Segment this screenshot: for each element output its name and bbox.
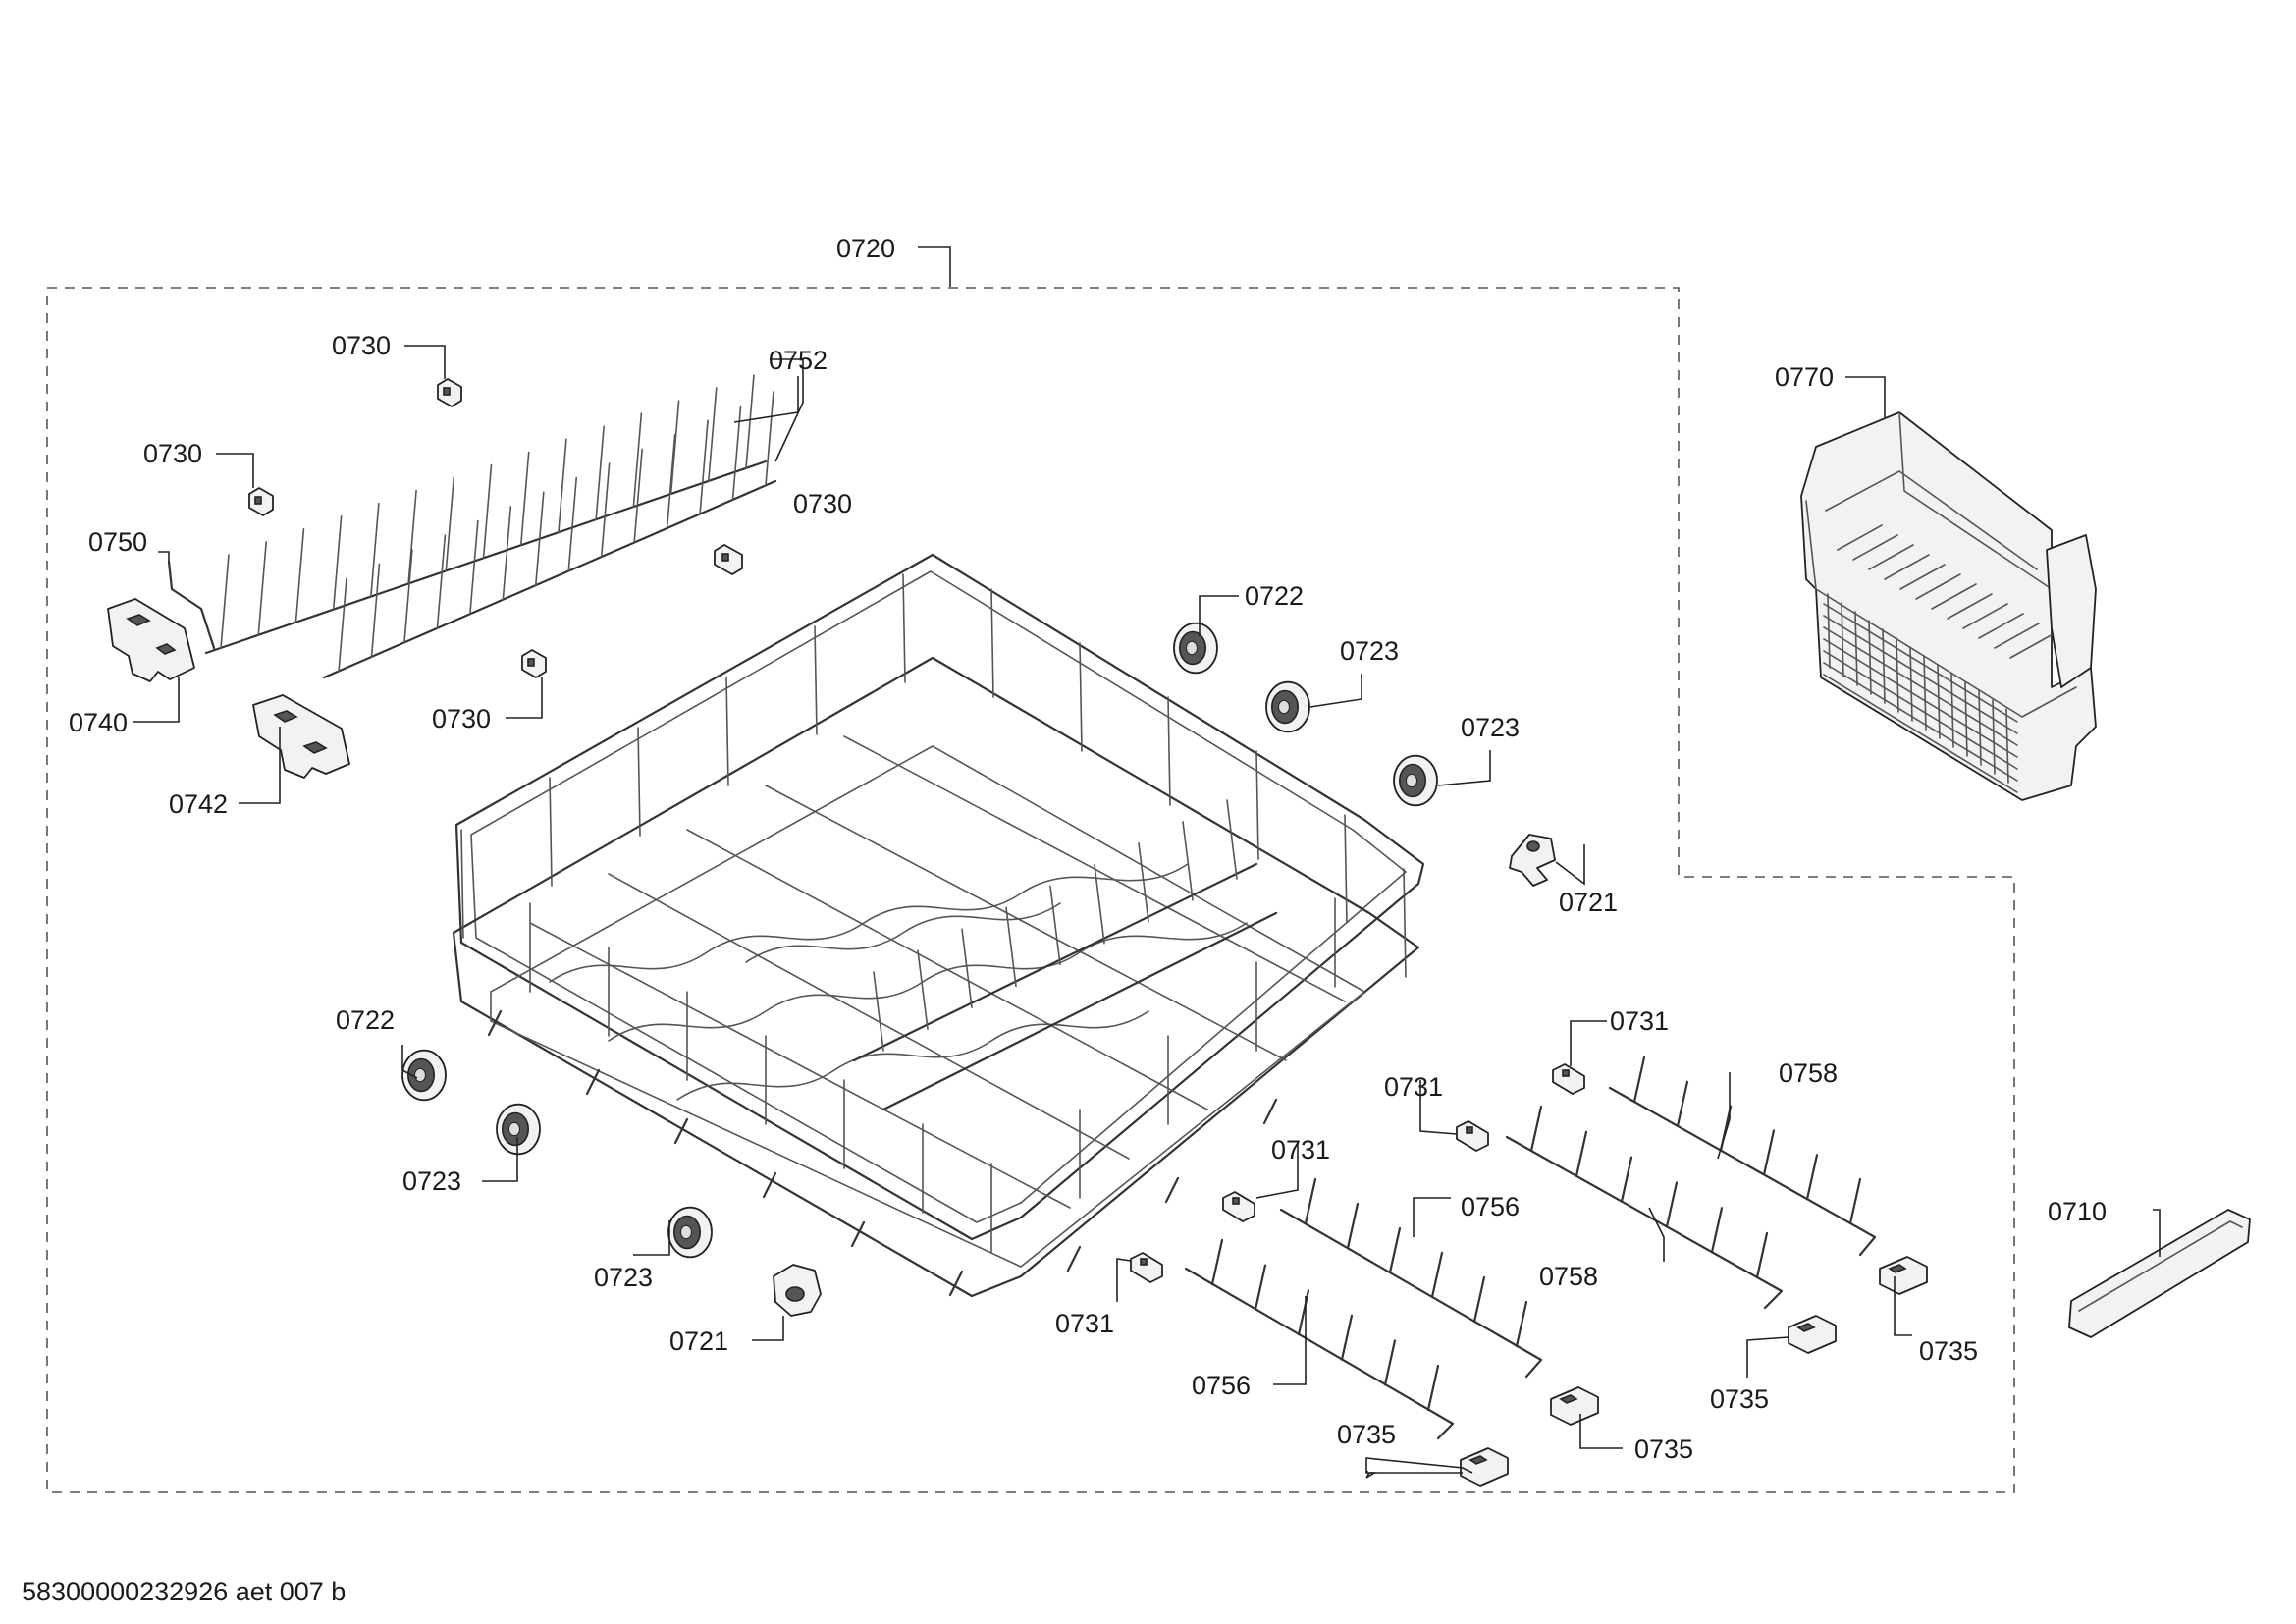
end-cap-0735-b[interactable] [1788, 1315, 1837, 1354]
label-0731-d[interactable]: 0731 [1055, 1309, 1114, 1338]
tine-row-0756-upper[interactable] [1279, 1177, 1543, 1379]
label-0721-right[interactable]: 0721 [1559, 888, 1618, 917]
label-0730-mid[interactable]: 0730 [793, 489, 852, 518]
label-0730-left[interactable]: 0730 [143, 439, 202, 468]
wheel-0722-top[interactable] [1173, 622, 1218, 675]
label-0742[interactable]: 0742 [169, 789, 228, 819]
label-0731-b[interactable]: 0731 [1384, 1072, 1443, 1102]
wheel-0723-bottom[interactable] [667, 1206, 713, 1259]
label-0770[interactable]: 0770 [1775, 362, 1834, 392]
label-0756-upper[interactable]: 0756 [1461, 1192, 1520, 1221]
label-0731-a[interactable]: 0731 [1610, 1006, 1669, 1036]
assembly-group-frame [46, 287, 2015, 1493]
holder-0742[interactable] [252, 694, 350, 779]
end-cap-0735-d[interactable] [1460, 1447, 1509, 1487]
label-0720[interactable]: 0720 [836, 234, 895, 263]
clip-0730-low[interactable] [521, 649, 547, 678]
label-0758-upper[interactable]: 0758 [1779, 1058, 1838, 1088]
label-0750[interactable]: 0750 [88, 527, 147, 557]
clip-0730-top[interactable] [437, 378, 462, 407]
clip-0731-d[interactable] [1130, 1252, 1163, 1283]
end-cap-0735-c[interactable] [1550, 1386, 1599, 1426]
part-labels: 0720 0730 0752 0730 0730 0750 0740 0730 … [69, 234, 2107, 1464]
label-0752[interactable]: 0752 [769, 346, 828, 375]
label-0730-top[interactable]: 0730 [332, 331, 391, 360]
hinge-wire-0750[interactable] [167, 560, 216, 650]
label-0735-a[interactable]: 0735 [1919, 1336, 1978, 1366]
leader-lines [133, 246, 2161, 1479]
label-0758-lower[interactable]: 0758 [1539, 1262, 1598, 1291]
label-0735-b[interactable]: 0735 [1710, 1384, 1769, 1414]
label-0756-lower[interactable]: 0756 [1192, 1371, 1251, 1400]
lower-basket[interactable] [452, 553, 1425, 1298]
wheel-0723-top1[interactable] [1265, 680, 1310, 733]
tine-row-0752[interactable] [204, 374, 777, 679]
label-0740[interactable]: 0740 [69, 708, 128, 737]
label-0723-left[interactable]: 0723 [402, 1166, 461, 1196]
label-0735-c[interactable]: 0735 [1634, 1435, 1693, 1464]
label-0722-top[interactable]: 0722 [1245, 581, 1304, 611]
wheel-0722-left[interactable] [401, 1049, 447, 1102]
tine-row-0758-upper[interactable] [1608, 1056, 1877, 1257]
wheel-holder-0721-right[interactable] [1509, 834, 1556, 887]
clip-0731-a[interactable] [1552, 1063, 1585, 1095]
wheel-0723-top2[interactable] [1393, 754, 1438, 807]
tine-row-0758-lower[interactable] [1505, 1105, 1784, 1310]
end-cap-0735-a[interactable] [1879, 1256, 1928, 1295]
cover-strip-0710[interactable] [2068, 1209, 2251, 1338]
label-0723-top2[interactable]: 0723 [1461, 713, 1520, 742]
label-0731-c[interactable]: 0731 [1271, 1135, 1330, 1164]
drawing-id: 58300000232926 aet 007 b [22, 1577, 346, 1606]
clip-0730-mid[interactable] [714, 544, 743, 575]
label-0723-bottom[interactable]: 0723 [594, 1263, 653, 1292]
clip-0731-c[interactable] [1222, 1191, 1255, 1222]
label-0721-bottom[interactable]: 0721 [669, 1326, 728, 1356]
wheel-holder-0721-bottom[interactable] [773, 1264, 822, 1317]
holder-0740[interactable] [107, 598, 195, 682]
clip-0731-b[interactable] [1456, 1120, 1489, 1152]
clip-0730-left[interactable] [248, 487, 274, 516]
wheel-0723-left[interactable] [496, 1103, 541, 1156]
tine-row-0756-lower[interactable] [1184, 1238, 1455, 1440]
label-0735-d[interactable]: 0735 [1337, 1420, 1396, 1449]
label-0710[interactable]: 0710 [2048, 1197, 2107, 1226]
label-0722-left[interactable]: 0722 [336, 1005, 395, 1035]
cutlery-basket-0770[interactable] [1800, 411, 2097, 801]
label-0730-low[interactable]: 0730 [432, 704, 491, 733]
label-0723-top1[interactable]: 0723 [1340, 636, 1399, 666]
